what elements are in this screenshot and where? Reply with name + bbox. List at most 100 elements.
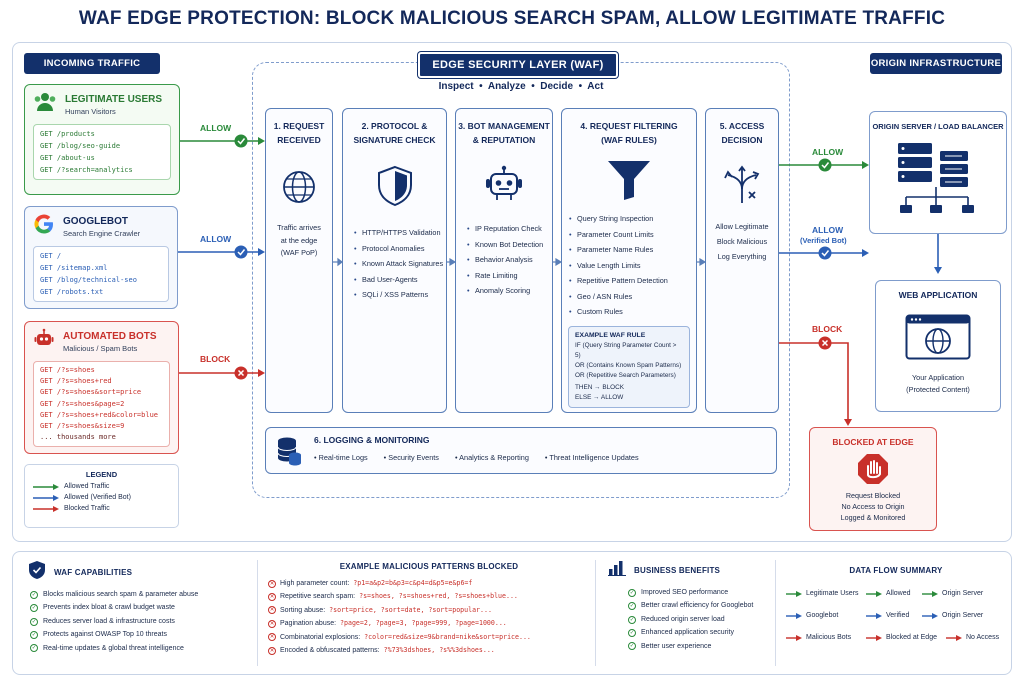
stage-item: Known Bot Detection <box>466 237 552 253</box>
rule-line: ELSE → ALLOW <box>575 393 624 401</box>
logging-item: • Analytics & Reporting <box>454 453 529 462</box>
logging-item: • Threat Intelligence Updates <box>544 453 639 462</box>
decision-fork-icon <box>706 165 778 205</box>
summary-who: Malicious Bots <box>806 634 852 641</box>
x-icon: ✕ <box>268 592 276 601</box>
summary-who: Legitimate Users <box>806 590 859 597</box>
origin-infrastructure-label: ORIGIN INFRASTRUCTURE <box>870 53 1002 74</box>
stage-desc: Traffic arrives at the edge (WAF PoP) <box>277 223 321 257</box>
arrow-googlebot-in <box>178 245 265 259</box>
incoming-traffic-label: INCOMING TRAFFIC <box>24 53 160 74</box>
label-block-bots: BLOCK <box>200 354 231 364</box>
legend-item-blocked: Blocked Traffic <box>33 505 170 512</box>
stage-item: Known Attack Signatures <box>353 256 446 272</box>
stage-title: 1. REQUEST RECEIVED <box>273 121 325 145</box>
summary-rows: Legitimate Users Allowed Origin Server G… <box>786 583 1006 649</box>
browser-globe-icon <box>876 314 1000 360</box>
stage-bot-management: 3. BOT MANAGEMENT & REPUTATION IP Reputa… <box>455 108 553 413</box>
pattern-value: ?sort=price, ?sort=date, ?sort=popular..… <box>329 605 492 614</box>
stage-item: Rate Limiting <box>466 268 552 284</box>
stage-item: SQLi / XSS Patterns <box>353 287 446 303</box>
waf-capabilities: WAF CAPABILITIES ✓Blocks malicious searc… <box>28 560 253 655</box>
legend-title: LEGEND <box>85 470 118 479</box>
summary-row-googlebot: Googlebot Verified Origin Server <box>786 605 1006 627</box>
arrow-legit-in <box>180 134 265 148</box>
database-icon <box>276 436 302 471</box>
stage-item: Parameter Count Limits <box>568 227 696 243</box>
stage-title: 4. REQUEST FILTERING (WAF RULES) <box>580 121 678 145</box>
summary-what: Blocked at Edge <box>886 634 937 641</box>
capability-text: Reduces server load & infrastructure cos… <box>43 617 175 625</box>
request-line: GET /?s=shoes&size=9 <box>40 422 125 431</box>
pattern-row: ✕Sorting abuse:?sort=price, ?sort=date, … <box>268 604 590 617</box>
x-icon: ✕ <box>268 633 276 642</box>
request-line: GET /blog/seo-guide <box>40 142 121 150</box>
request-line: GET /?s=shoes&page=2 <box>40 399 125 408</box>
logging-item-text: Analytics & Reporting <box>459 453 529 462</box>
request-list: GET /products GET /blog/seo-guide GET /a… <box>33 124 171 180</box>
stage-item: Value Length Limits <box>568 258 696 274</box>
blocked-lines: Request Blocked No Access to Origin Logg… <box>810 490 936 523</box>
pattern-row: ✕Repetitive search spam:?s=shoes, ?s=sho… <box>268 590 590 603</box>
label-allow-legit: ALLOW <box>200 123 232 133</box>
request-line: GET / <box>40 252 62 260</box>
pattern-label: Pagination abuse: <box>280 620 337 628</box>
benefit-text: Better crawl efficiency for Googlebot <box>641 602 754 610</box>
source-googlebot: GOOGLEBOT Search Engine Crawler GET / GE… <box>24 206 178 309</box>
benefit-item: ✓Better user experience <box>628 640 773 653</box>
users-icon <box>33 91 57 118</box>
check-icon: ✓ <box>30 644 38 653</box>
benefits-list: ✓Improved SEO performance ✓Better crawl … <box>628 586 773 653</box>
source-name: AUTOMATED BOTS <box>63 330 157 342</box>
stage-item: Behavior Analysis <box>466 252 552 268</box>
pattern-value: ?%73%3dshoes, ?s%%3dshoes... <box>383 646 495 655</box>
label-verified-out: ALLOW <box>812 225 844 235</box>
shield-icon <box>343 165 446 207</box>
logging-item-text: Threat Intelligence Updates <box>549 453 639 462</box>
benefit-text: Enhanced application security <box>641 629 735 637</box>
robot-icon <box>33 328 55 355</box>
rule-line: OR (Contains Known Spam Patterns) <box>575 361 682 369</box>
pattern-value: ?s=shoes, ?s=shoes+red, ?s=shoes+blue... <box>359 592 518 601</box>
page-title: WAF EDGE PROTECTION: BLOCK MALICIOUS SEA… <box>78 8 946 29</box>
benefits-title: BUSINESS BENEFITS <box>634 566 721 575</box>
capability-text: Prevents index bloat & crawl budget wast… <box>43 604 175 612</box>
source-sub: Human Visitors <box>65 106 116 116</box>
funnel-icon <box>562 159 696 201</box>
capability-item: ✓Reduces server load & infrastructure co… <box>30 615 253 628</box>
stage-request-received: 1. REQUEST RECEIVED Traffic arrives at t… <box>265 108 333 413</box>
origin-server-title: ORIGIN SERVER / LOAD BALANCER <box>872 122 1004 131</box>
pattern-value: ?p1=a&p2=b&p3=c&p4=d&p5=e&p6=f <box>353 579 473 587</box>
summary-dest: Origin Server <box>942 612 984 619</box>
bar-chart-icon <box>608 560 626 581</box>
source-name: GOOGLEBOT <box>63 215 128 227</box>
shield-check-icon <box>28 560 46 585</box>
logging-item-text: Security Events <box>388 453 439 462</box>
pattern-value: ?page=2, ?page=3, ?page=999, ?page=1000.… <box>340 619 507 628</box>
capabilities-title: WAF CAPABILITIES <box>54 568 133 577</box>
stage-item: HTTP/HTTPS Validation <box>353 225 446 241</box>
patterns-title: EXAMPLE MALICIOUS PATTERNS BLOCKED <box>339 562 519 571</box>
check-icon: ✓ <box>628 588 636 597</box>
capability-item: ✓Protects against OWASP Top 10 threats <box>30 628 253 641</box>
request-line: GET /?search=analytics <box>40 166 133 174</box>
divider <box>257 560 258 666</box>
stage-list: Query String Inspection Parameter Count … <box>568 211 696 320</box>
benefit-item: ✓Enhanced application security <box>628 626 773 639</box>
benefit-text: Improved SEO performance <box>641 589 729 596</box>
summary-row-bots: Malicious Bots Blocked at Edge No Access <box>786 627 1006 649</box>
capability-item: ✓Blocks malicious search spam & paramete… <box>30 588 253 601</box>
divider <box>775 560 776 666</box>
stage-list: IP Reputation Check Known Bot Detection … <box>466 221 552 299</box>
waf-label: EDGE SECURITY LAYER (WAF) <box>418 52 618 78</box>
capability-item: ✓Real-time updates & global threat intel… <box>30 642 253 655</box>
arrow-bots-in <box>179 366 265 380</box>
decision-lines: Allow Legitimate Block Malicious Log Eve… <box>706 219 778 264</box>
stage-item: Custom Rules <box>568 304 696 320</box>
stage-item: Anomaly Scoring <box>466 283 552 299</box>
summary-row-legit: Legitimate Users Allowed Origin Server <box>786 583 1006 605</box>
bottom-panel <box>12 551 1012 675</box>
logging-item-text: Real-time Logs <box>318 453 368 462</box>
request-line: GET /?s=shoes&sort=price <box>40 388 142 397</box>
